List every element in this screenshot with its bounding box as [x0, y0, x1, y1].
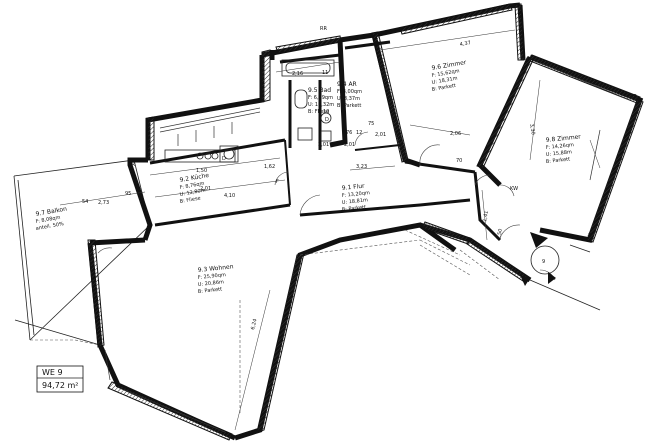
- dimension-lines: [59, 29, 601, 431]
- tag-mark: D: [222, 156, 226, 162]
- room-label-zimmer-98: 9.8 Zimmer F: 14,26qm U: 15,88m B: Parke…: [545, 133, 581, 165]
- dim-label: 70: [456, 158, 462, 164]
- dim-label: 2,73: [98, 200, 109, 206]
- dim-label: 2,16: [292, 71, 303, 77]
- room-area: F: 25,90qm: [198, 272, 227, 281]
- dim-label: 1,41: [482, 210, 490, 222]
- room-label-zimmer-96: 9.6 Zimmer F: 15,62qm U: 18,31m B: Parke…: [431, 59, 467, 93]
- room-label-balkon: 9.7 Balkon F: 8,08qm anteil. 50%: [35, 206, 68, 232]
- tag-rr: RR: [128, 162, 135, 168]
- tag-rr: RR: [320, 26, 327, 32]
- balcony-area: [13, 159, 151, 346]
- tags: RR RR RR KW 9 10 D D F Lift: [128, 26, 637, 265]
- room-area: F: 6,19qm: [308, 95, 333, 101]
- dim-label: 1,50: [196, 168, 207, 174]
- dim-label: 4,37: [459, 40, 471, 48]
- room-perimeter: U: 15,88m: [546, 149, 573, 158]
- dim-label: 54: [82, 199, 88, 205]
- room-name: 9.5 Bad: [308, 87, 331, 94]
- unit-name: WE 9: [42, 368, 63, 377]
- room-floor: B: Parkett: [342, 204, 367, 213]
- room-floor: B: Fliese: [308, 109, 329, 115]
- interior-walls: [149, 40, 502, 242]
- room-floor: B: Parkett: [431, 83, 456, 93]
- dim-label: 4,10: [224, 193, 235, 199]
- room-name: 9.3 Wohnen: [197, 263, 234, 274]
- room-perimeter: U: 10,32m: [308, 102, 334, 108]
- dim-label: 76: [346, 130, 352, 136]
- room-label-wohnen: 9.3 Wohnen F: 25,90qm U: 20,86m B: Parke…: [197, 263, 234, 295]
- room-area: F: 14,26qm: [546, 142, 575, 151]
- room-name: 9.8 Zimmer: [545, 133, 581, 144]
- room-name: 9.1 Flur: [341, 183, 365, 192]
- windows: [104, 62, 631, 433]
- tag-mark: F: [276, 179, 279, 185]
- room-floor: B: Fliese: [179, 195, 201, 205]
- dim-label: 2,06: [450, 131, 461, 137]
- room-perimeter: U: 18,81m: [342, 197, 369, 206]
- room-area: F: 13,20qm: [342, 190, 371, 199]
- room-perimeter: U: 18,31m: [431, 76, 458, 86]
- dimension-labels: 4,37 2,16 11 2,01 2,01 2,01 3,23 1,62 1,…: [82, 40, 536, 330]
- dim-label: 11: [322, 70, 328, 76]
- tag-mark: 10: [323, 109, 329, 115]
- dim-label: 3,23: [356, 164, 367, 170]
- room-area: F: 8,08qm: [35, 215, 61, 225]
- room-note: anteil. 50%: [35, 221, 64, 232]
- room-floor: B: Parkett: [546, 156, 571, 165]
- room-area: F: 8,76qm: [179, 181, 205, 191]
- room-floor: B: Parkett: [198, 286, 223, 295]
- unit-label-box: WE 9 94,72 m²: [36, 365, 84, 393]
- tag-kw: KW: [510, 186, 518, 192]
- tag-mark: D: [325, 117, 329, 123]
- room-name: 9.4 AR: [337, 81, 357, 88]
- tag-lift: Lift: [586, 231, 594, 240]
- tag-rr: RR: [630, 94, 637, 100]
- room-floor: B: Parkett: [337, 103, 361, 109]
- dim-label: 1,62: [264, 164, 275, 170]
- room-label-kueche: 9.2 Küche F: 8,76qm U: 12,80m B: Fliese: [179, 172, 210, 205]
- unit-area: 94,72 m²: [42, 381, 78, 390]
- room-perimeter: U: 8,37m: [337, 96, 360, 102]
- dim-label: 2,01: [200, 186, 211, 192]
- dim-label: 95: [125, 191, 131, 197]
- dim-label: 2,01: [318, 142, 329, 148]
- stairwell: [520, 232, 601, 311]
- room-perimeter: U: 20,86m: [198, 279, 225, 288]
- dim-label: 6,24: [250, 318, 259, 330]
- bathroom-fixtures: [281, 59, 335, 142]
- dim-label: 3,30: [528, 123, 536, 135]
- dim-label: 2,01: [344, 142, 355, 148]
- room-label-bad: 9.5 Bad F: 6,19qm U: 10,32m B: Fliese: [308, 87, 334, 115]
- tag-mark: 9: [542, 259, 545, 265]
- dim-label: 1,50: [496, 228, 504, 240]
- room-label-ar: 9.4 AR F: 3,00qm U: 8,37m B: Parkett: [337, 81, 362, 109]
- room-label-flur: 9.1 Flur F: 13,20qm U: 18,81m B: Parkett: [341, 183, 370, 213]
- dim-label: 2,01: [375, 132, 386, 138]
- dim-label: 75: [368, 121, 374, 127]
- dashed-guides: [239, 229, 501, 415]
- room-perimeter: U: 12,80m: [179, 188, 206, 198]
- room-area: F: 3,00qm: [337, 89, 362, 95]
- dim-label: 12: [356, 130, 362, 136]
- hatched-walls: [87, 3, 644, 441]
- kitchen-fixtures: [164, 145, 239, 163]
- room-area: F: 15,62qm: [431, 68, 460, 79]
